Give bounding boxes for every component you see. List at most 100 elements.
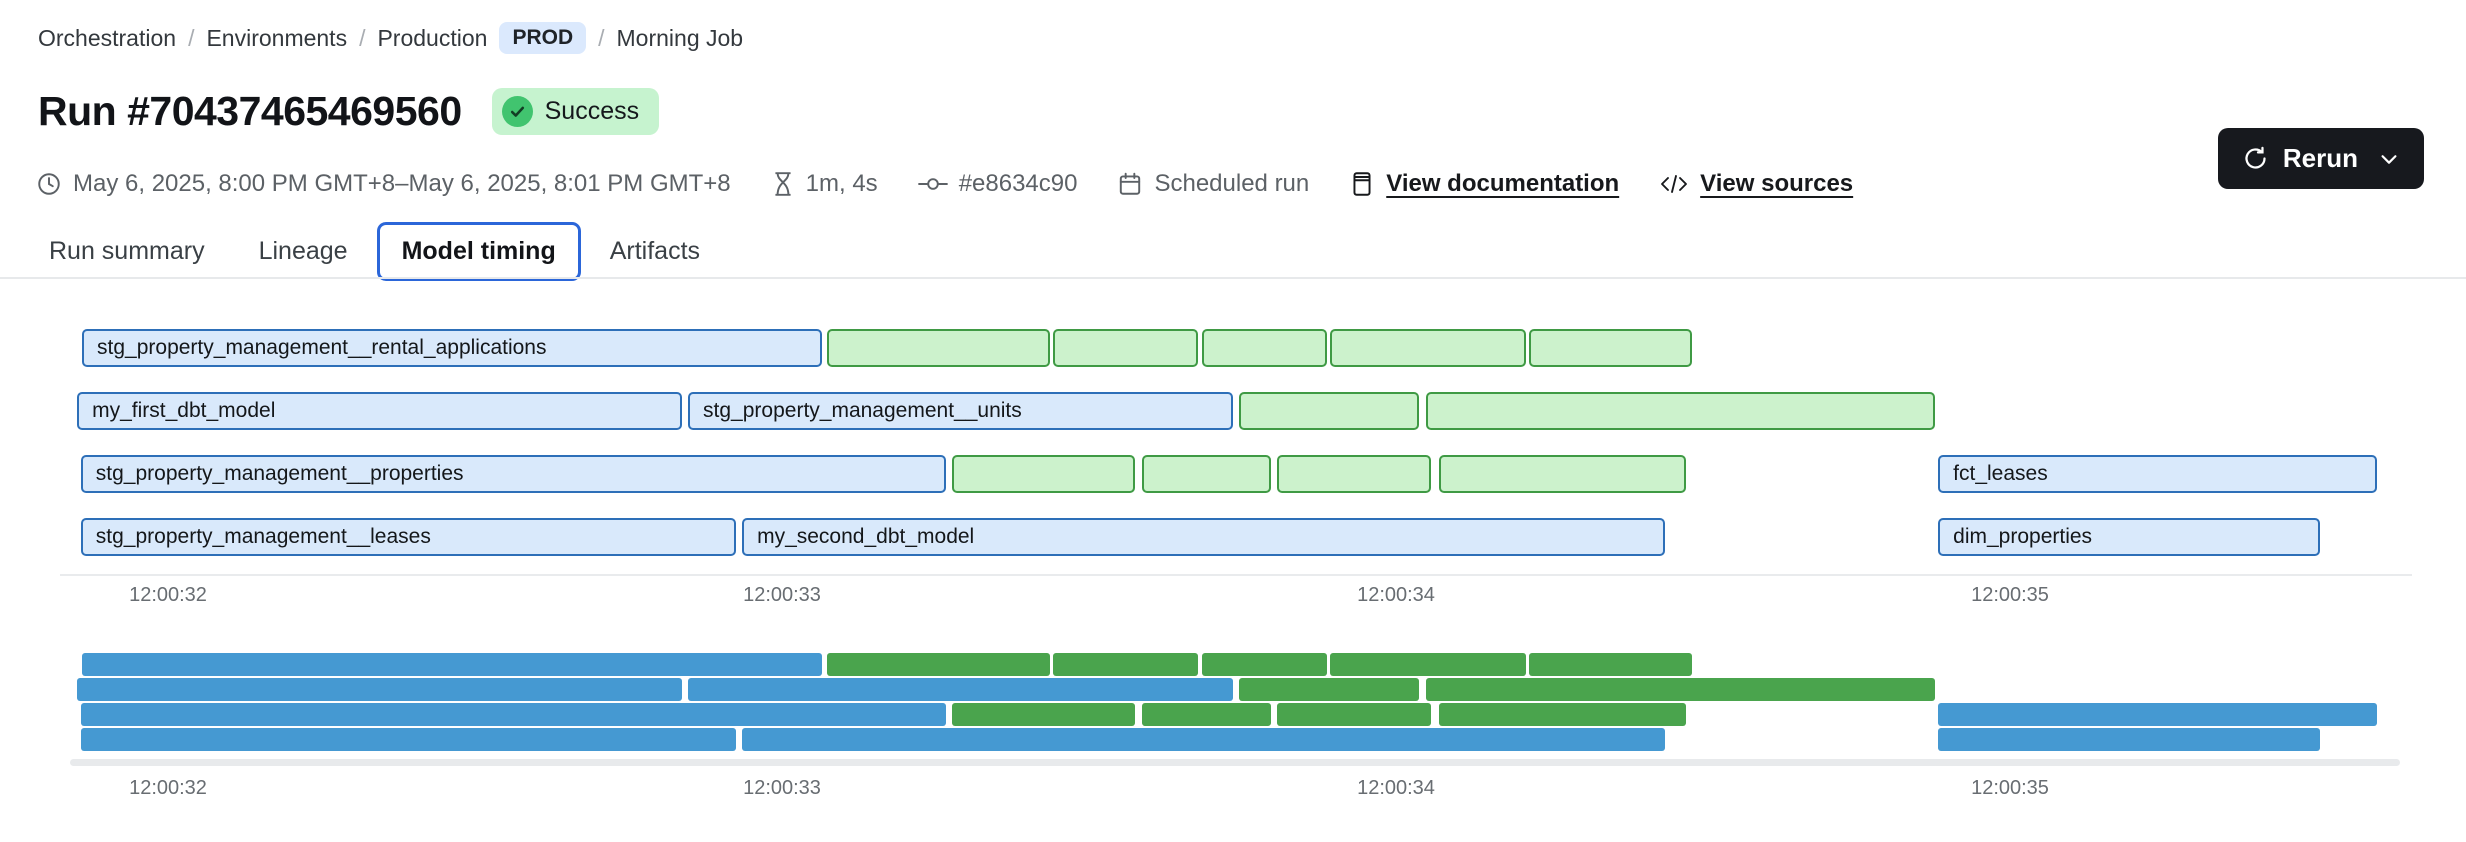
gantt-bar[interactable]: dim_properties xyxy=(1938,518,2321,556)
model-timing-chart: stg_property_management__rental_applicat… xyxy=(0,329,2466,556)
gantt-bar[interactable] xyxy=(1329,329,1526,367)
axis-tick-label: 12:00:32 xyxy=(129,777,207,799)
run-trigger: Scheduled run xyxy=(1117,170,1309,198)
calendar-icon xyxy=(1117,171,1143,197)
minimap-bar[interactable] xyxy=(742,728,1665,751)
hourglass-icon xyxy=(771,171,795,197)
run-commit: #e8634c90 xyxy=(917,170,1078,198)
view-documentation[interactable]: View documentation xyxy=(1349,170,1619,198)
run-duration-text: 1m, 4s xyxy=(805,170,878,197)
minimap-bar[interactable] xyxy=(1201,653,1327,676)
minimap-bar[interactable] xyxy=(1938,703,2378,726)
breadcrumb-separator: / xyxy=(359,24,366,51)
minimap-scrollbar[interactable] xyxy=(70,759,2400,766)
tab-lineage[interactable]: Lineage xyxy=(258,237,348,265)
gantt-bar[interactable] xyxy=(1238,392,1419,430)
minimap-bar[interactable] xyxy=(82,653,822,676)
gantt-bar[interactable] xyxy=(1276,455,1431,493)
gantt-bar[interactable] xyxy=(826,329,1050,367)
run-meta-row: May 6, 2025, 8:00 PM GMT+8–May 6, 2025, … xyxy=(36,170,1853,198)
gantt-bar[interactable] xyxy=(1528,329,1692,367)
rerun-button[interactable]: Rerun xyxy=(2217,128,2424,189)
minimap-bar[interactable] xyxy=(1141,703,1271,726)
axis-tick-label: 12:00:33 xyxy=(743,777,821,799)
breadcrumb: Orchestration / Environments / Productio… xyxy=(38,22,743,54)
view-sources-link[interactable]: View sources xyxy=(1700,170,1854,197)
gantt-bar[interactable] xyxy=(1052,329,1198,367)
gantt-bar[interactable] xyxy=(1426,392,1936,430)
gantt-bar[interactable] xyxy=(1201,329,1327,367)
code-icon xyxy=(1659,172,1689,196)
model-timing-minimap xyxy=(0,653,2466,753)
gantt-bar[interactable]: stg_property_management__rental_applicat… xyxy=(82,329,822,367)
breadcrumb-item-morning-job[interactable]: Morning Job xyxy=(616,24,744,51)
gantt-bar[interactable]: fct_leases xyxy=(1938,455,2378,493)
gantt-bar[interactable] xyxy=(1438,455,1686,493)
gantt-bar[interactable]: stg_property_management__units xyxy=(688,392,1233,430)
breadcrumb-item-environments[interactable]: Environments xyxy=(206,24,348,51)
gantt-bar[interactable]: stg_property_management__properties xyxy=(80,455,946,493)
gantt-bar-label: my_first_dbt_model xyxy=(92,399,276,422)
environment-badge: PROD xyxy=(499,22,587,54)
tab-model-timing[interactable]: Model timing xyxy=(376,222,581,281)
minimap-bar[interactable] xyxy=(1528,653,1692,676)
run-time-range-text: May 6, 2025, 8:00 PM GMT+8–May 6, 2025, … xyxy=(73,170,731,197)
minimap-bar[interactable] xyxy=(952,703,1136,726)
gantt-bar-label: stg_property_management__rental_applicat… xyxy=(97,336,547,359)
chart-axis-line xyxy=(60,574,2412,576)
status-badge-label: Success xyxy=(544,97,640,125)
tab-artifacts[interactable]: Artifacts xyxy=(609,237,701,265)
axis-tick-label: 12:00:34 xyxy=(1357,584,1435,606)
tab-bar-divider xyxy=(0,277,2466,279)
axis-tick-label: 12:00:33 xyxy=(743,584,821,606)
gantt-bar-label: stg_property_management__units xyxy=(703,399,1022,422)
minimap-bar[interactable] xyxy=(1276,703,1431,726)
axis-tick-label: 12:00:32 xyxy=(129,584,207,606)
run-time-range: May 6, 2025, 8:00 PM GMT+8–May 6, 2025, … xyxy=(36,170,731,198)
run-duration: 1m, 4s xyxy=(771,170,878,198)
axis-tick-label: 12:00:34 xyxy=(1357,777,1435,799)
check-icon xyxy=(501,96,533,127)
gantt-bar[interactable] xyxy=(1141,455,1271,493)
minimap-bar[interactable] xyxy=(80,728,736,751)
commit-icon xyxy=(917,171,948,197)
tab-run-summary[interactable]: Run summary xyxy=(49,237,205,265)
gantt-bar[interactable] xyxy=(952,455,1136,493)
minimap-bar[interactable] xyxy=(1052,653,1198,676)
rerun-button-label: Rerun xyxy=(2282,143,2358,173)
breadcrumb-separator: / xyxy=(188,24,195,51)
gantt-bar-label: stg_property_management__properties xyxy=(95,462,464,485)
page-title: Run #70437465469560 xyxy=(38,88,462,134)
minimap-bar[interactable] xyxy=(80,703,946,726)
status-badge: Success xyxy=(491,88,660,135)
view-sources[interactable]: View sources xyxy=(1659,170,1853,198)
chevron-down-icon xyxy=(2378,148,2400,170)
axis-tick-label: 12:00:35 xyxy=(1971,777,2049,799)
run-commit-text: #e8634c90 xyxy=(958,170,1078,197)
minimap-bar[interactable] xyxy=(1438,703,1686,726)
view-documentation-link[interactable]: View documentation xyxy=(1386,170,1620,197)
gantt-bar[interactable]: my_second_dbt_model xyxy=(742,518,1665,556)
gantt-bar-label: stg_property_management__leases xyxy=(95,525,431,548)
refresh-icon xyxy=(2242,145,2269,172)
breadcrumb-separator: / xyxy=(598,24,605,51)
gantt-bar[interactable]: stg_property_management__leases xyxy=(80,518,736,556)
gantt-bar-label: fct_leases xyxy=(1953,462,2048,485)
minimap-bar[interactable] xyxy=(1426,678,1936,701)
header: Run #70437465469560 Success xyxy=(38,88,660,135)
gantt-bar[interactable]: my_first_dbt_model xyxy=(77,392,682,430)
minimap-bar[interactable] xyxy=(826,653,1050,676)
run-trigger-text: Scheduled run xyxy=(1154,170,1310,197)
minimap-time-axis: 12:00:32 12:00:33 12:00:34 12:00:35 xyxy=(0,777,2466,803)
breadcrumb-item-orchestration[interactable]: Orchestration xyxy=(38,24,177,51)
clock-icon xyxy=(36,171,62,197)
breadcrumb-item-production[interactable]: Production xyxy=(377,24,488,51)
document-icon xyxy=(1349,170,1375,198)
minimap-bar[interactable] xyxy=(1938,728,2321,751)
minimap-bar[interactable] xyxy=(1238,678,1419,701)
gantt-bar-label: dim_properties xyxy=(1953,525,2093,548)
minimap-bar[interactable] xyxy=(688,678,1233,701)
minimap-bar[interactable] xyxy=(77,678,682,701)
minimap-bar[interactable] xyxy=(1329,653,1526,676)
